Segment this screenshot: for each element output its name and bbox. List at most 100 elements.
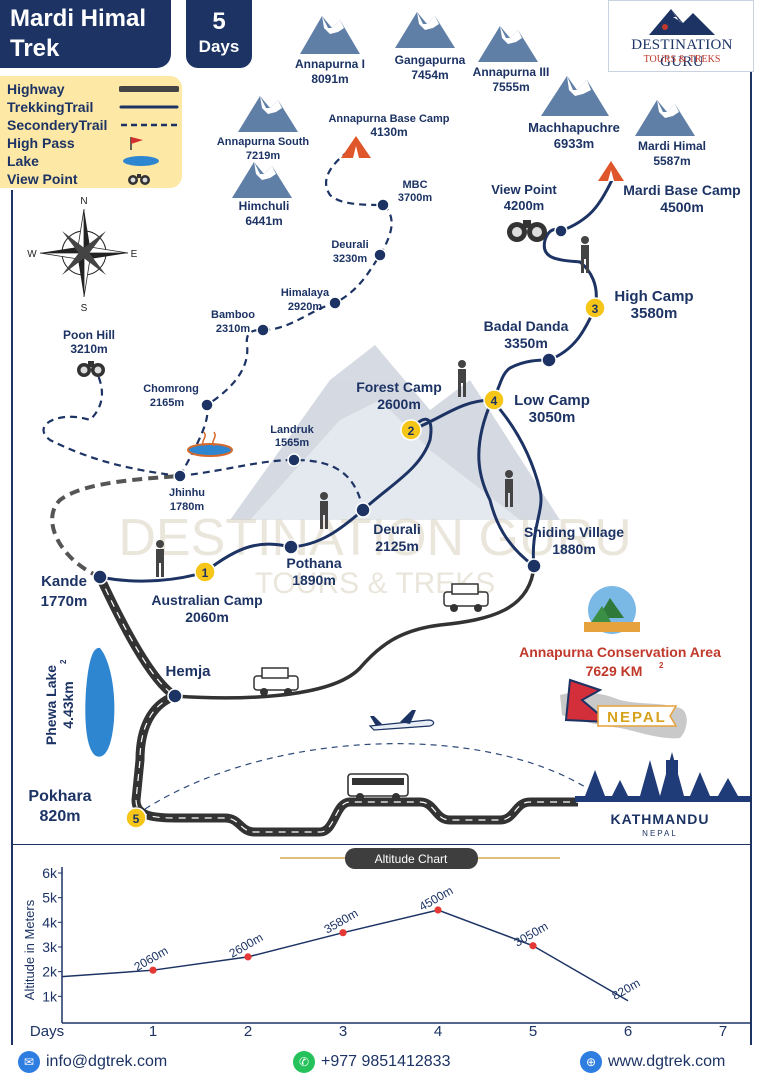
footer-website[interactable]: ⊕ www.dgtrek.com [580,1049,725,1075]
legend-label: Highway [7,81,65,97]
svg-text:Pothana: Pothana [286,555,341,571]
tent-icon [341,136,371,158]
hiker-icon [505,470,513,507]
svg-text:2: 2 [659,661,664,670]
legend-row-secondary: SeconderyTrail [7,116,177,134]
mountain-icon [232,162,292,198]
mountain-icon [478,26,538,62]
jeep-icon [443,583,489,612]
whatsapp-icon: ✆ [293,1050,315,1073]
svg-text:View Point: View Point [491,182,557,197]
svg-text:7219m: 7219m [246,150,280,162]
svg-text:W: W [27,249,37,260]
chart-title: Altitude Chart [375,852,448,866]
svg-text:Gangapurna: Gangapurna [395,53,466,67]
svg-text:Badal Danda: Badal Danda [484,318,569,334]
binoculars-icon [77,361,105,377]
svg-text:Phewa Lake: Phewa Lake [43,665,59,745]
svg-text:Poon Hill: Poon Hill [63,328,115,342]
svg-text:3210m: 3210m [70,342,107,356]
svg-text:Landruk: Landruk [270,424,314,436]
svg-text:4.43km: 4.43km [60,681,76,728]
days-label: Days [198,37,240,56]
footer-email[interactable]: ✉ info@dgtrek.com [18,1049,167,1075]
website-text: www.dgtrek.com [608,1053,726,1070]
legend-row-view-point: View Point [7,170,175,188]
email-text: info@dgtrek.com [46,1053,168,1070]
y-tick-label: 1k [42,988,58,1004]
x-tick-label: 5 [529,1023,537,1040]
svg-text:3050m: 3050m [529,409,576,426]
globe-icon: ⊕ [580,1050,602,1073]
kathmandu-skyline-icon [575,752,750,802]
svg-text:2920m: 2920m [288,301,322,313]
data-point [339,929,347,937]
mountain-icon [635,100,695,136]
svg-text:NEPAL: NEPAL [642,829,678,838]
legend-label: View Point [7,171,78,187]
x-tick-label: 4 [434,1023,442,1040]
trek-title: Mardi Himal Trek [0,0,171,68]
hiker-icon [320,492,328,529]
svg-text:N: N [80,196,87,207]
map-labels: Annapurna I 8091m Gangapurna 7454m Annap… [28,53,740,838]
svg-text:Hemja: Hemja [165,663,211,680]
y-tick-label: 3k [42,939,58,955]
svg-text:2165m: 2165m [150,397,184,409]
svg-text:2600m: 2600m [377,396,421,412]
hiker-icon [581,236,589,273]
data-point [149,966,157,974]
y-tick-label: 6k [42,865,58,881]
hot-spring-icon [187,431,233,457]
svg-text:MBC: MBC [402,179,427,191]
footer-phone[interactable]: ✆+977 9851412833 [293,1049,450,1075]
y-tick-label: 5k [42,890,58,906]
svg-text:2060m: 2060m [185,609,229,625]
svg-text:NEPAL: NEPAL [607,709,667,726]
y-tick-label: 2k [42,964,58,980]
svg-text:1890m: 1890m [292,572,336,588]
flight-route [135,743,591,816]
svg-text:2: 2 [59,659,68,664]
nepal-ribbon: NEPAL [597,705,678,727]
jeep-icon [253,667,299,696]
compass-rose-icon: N S E W [27,196,137,314]
flag-icon [130,137,143,150]
svg-text:1565m: 1565m [275,437,309,449]
svg-text:1780m: 1780m [170,501,204,513]
logo-brand: DESTINATION GURU [631,37,733,70]
svg-text:7454m: 7454m [411,68,448,82]
y-tick-label: 4k [42,914,58,930]
svg-text:Pokhara: Pokhara [28,788,91,805]
svg-text:Himalaya: Himalaya [281,287,330,299]
svg-text:4: 4 [491,394,498,408]
mountain-icon [300,16,360,54]
email-icon: ✉ [18,1050,40,1073]
svg-text:Chomrong: Chomrong [143,383,199,395]
logo-tagline: TOURS & TREKS [643,54,721,65]
highway-line-icon [119,86,179,92]
conservation-badge-icon [584,586,640,634]
svg-text:3350m: 3350m [504,335,548,351]
trek-map: DESTINATION GURU TOURS & TREKS [11,12,752,845]
svg-text:1770m: 1770m [41,593,88,610]
airplane-icon [368,710,435,731]
svg-text:3230m: 3230m [333,253,367,265]
day-marker-3: 3 [584,297,606,319]
svg-text:7555m: 7555m [492,80,529,94]
svg-text:Annapurna III: Annapurna III [473,65,550,79]
mountain-icon [395,12,455,48]
svg-text:6441m: 6441m [245,214,282,228]
binoculars-icon [128,174,150,185]
svg-text:KATHMANDU: KATHMANDU [611,811,710,827]
company-logo[interactable]: DESTINATION GURU TOURS & TREKS [608,0,754,72]
svg-text:8091m: 8091m [311,72,348,86]
svg-text:3700m: 3700m [398,192,432,204]
trekking-trail-line-icon [119,105,179,109]
chart-title-pill [345,848,478,869]
legend-row-lake: Lake [7,152,175,170]
svg-text:Australian Camp: Australian Camp [151,592,262,608]
day-marker-2: 2 [400,419,422,441]
svg-text:Jhinhu: Jhinhu [169,487,205,499]
map-legend: Highway TrekkingTrail SeconderyTrail Hig… [0,76,182,188]
